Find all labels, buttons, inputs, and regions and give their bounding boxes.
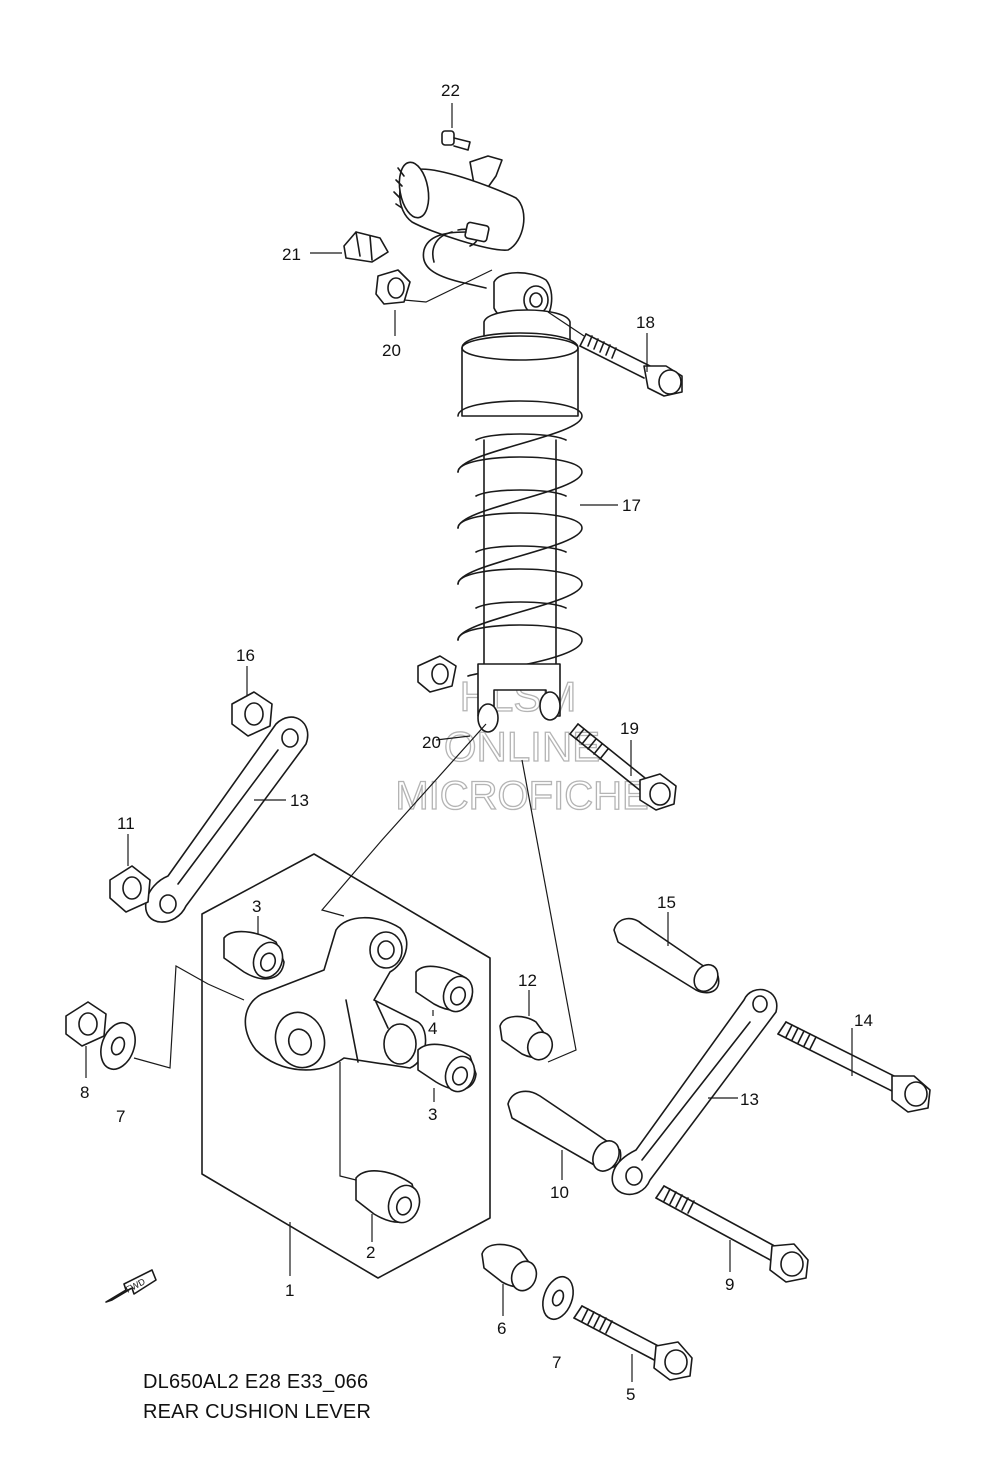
part-8-nut xyxy=(65,1001,107,1047)
shock-reservoir xyxy=(393,155,525,289)
callout-10: 10 xyxy=(550,1183,569,1202)
callout-13-right: 13 xyxy=(740,1090,759,1109)
callout-20-lower: 20 xyxy=(422,733,441,752)
assembly-line-shock-to-lever xyxy=(320,723,487,917)
assembly-line-lever-to-washer xyxy=(133,965,245,1069)
callout-2: 2 xyxy=(366,1243,375,1262)
part-20-collar-upper xyxy=(375,269,411,305)
part-12-spacer xyxy=(499,1015,554,1061)
part-15-sleeve xyxy=(613,917,720,994)
callout-numbers: 22 21 20 18 17 16 20 19 13 11 3 15 12 4 … xyxy=(80,81,873,1404)
part-16-nut xyxy=(231,691,273,737)
callout-20-upper: 20 xyxy=(382,341,401,360)
callout-12: 12 xyxy=(518,971,537,990)
part-11-nut xyxy=(109,865,151,913)
callout-22: 22 xyxy=(441,81,460,100)
callout-leaders xyxy=(85,103,853,1382)
assembly-line-shock-to-link xyxy=(521,759,577,1063)
callout-16: 16 xyxy=(236,646,255,665)
part-7-washer-left xyxy=(100,1021,136,1071)
model-code: DL650AL2 E28 E33_066 xyxy=(143,1371,369,1393)
callout-18: 18 xyxy=(636,313,655,332)
callout-14: 14 xyxy=(854,1011,873,1030)
callout-3-upper: 3 xyxy=(252,897,261,916)
part-3-bushing-upper xyxy=(223,930,285,980)
diagram-title: REAR CUSHION LEVER xyxy=(143,1401,372,1423)
part-3-bushing-lower xyxy=(417,1043,477,1093)
part-22-bolt xyxy=(441,130,471,151)
callout-21: 21 xyxy=(282,245,301,264)
part-21-clamp xyxy=(343,231,389,263)
callout-8: 8 xyxy=(80,1083,89,1102)
part-14-bolt xyxy=(777,1021,931,1113)
assembly-line-lever-to-bushing-2 xyxy=(339,1062,357,1181)
callout-15: 15 xyxy=(657,893,676,912)
callout-6: 6 xyxy=(497,1319,506,1338)
callout-19: 19 xyxy=(620,719,639,738)
part-10-sleeve xyxy=(507,1090,622,1172)
callout-9: 9 xyxy=(725,1275,734,1294)
part-20-collar-lower xyxy=(417,655,457,693)
callout-4: 4 xyxy=(428,1019,437,1038)
callout-13-left: 13 xyxy=(290,791,309,810)
callout-7-left: 7 xyxy=(116,1107,125,1126)
part-13-link-left xyxy=(145,716,309,923)
callout-17: 17 xyxy=(622,496,641,515)
part-18-bolt xyxy=(579,333,683,397)
part-9-bolt xyxy=(655,1185,809,1283)
part-5-bolt xyxy=(573,1305,693,1381)
part-6-spacer xyxy=(481,1243,538,1292)
callout-11: 11 xyxy=(117,814,135,833)
callout-3-lower: 3 xyxy=(428,1105,437,1124)
cushion-lever xyxy=(244,917,427,1071)
part-13-link-right xyxy=(611,988,778,1196)
callout-7-bottom: 7 xyxy=(552,1353,561,1372)
watermark-line-3: MICROFICHE xyxy=(395,774,648,818)
part-19-bolt xyxy=(569,723,677,811)
callout-1: 1 xyxy=(285,1281,294,1300)
assembly-line-20-upper xyxy=(403,269,493,303)
part-17-shock-absorber xyxy=(457,271,583,733)
callout-5: 5 xyxy=(626,1385,635,1404)
assembly-line-18 xyxy=(547,311,585,337)
part-4-bushing xyxy=(415,965,474,1013)
part-1-assembly-outline xyxy=(201,853,491,1279)
fwd-arrow-icon: FWD xyxy=(105,1269,157,1303)
part-2-bushing xyxy=(355,1170,421,1224)
part-7-washer-bottom xyxy=(542,1275,574,1321)
